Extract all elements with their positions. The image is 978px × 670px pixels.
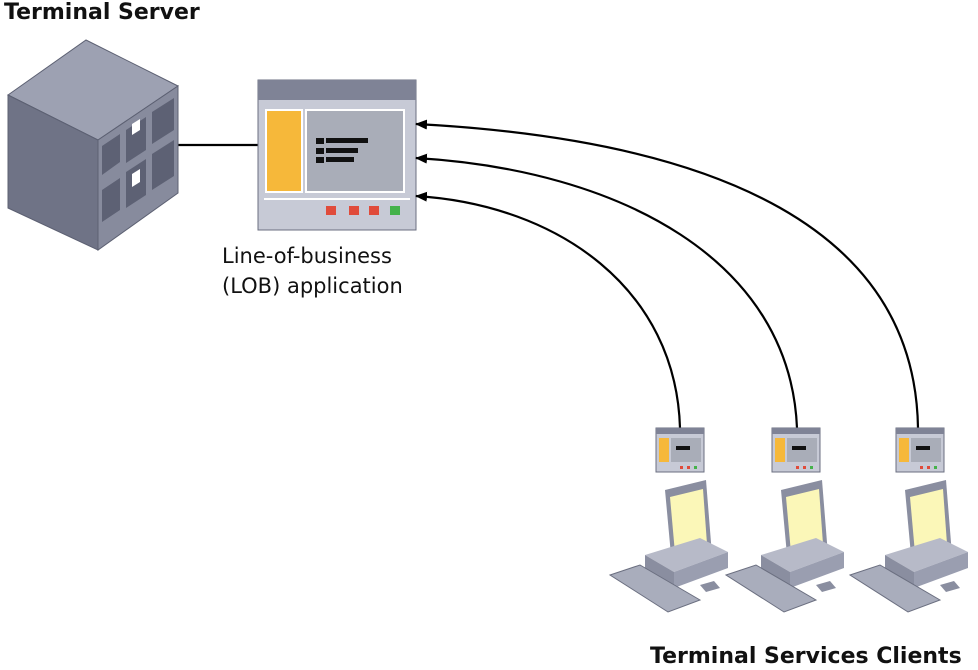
workstation-icon — [724, 480, 844, 613]
workstation-icon — [608, 480, 728, 613]
server-title: Terminal Server — [4, 0, 200, 25]
application-window-icon — [257, 79, 417, 231]
server-icon — [7, 39, 179, 251]
clients-title: Terminal Services Clients — [650, 644, 962, 669]
connection-arrow-1 — [415, 191, 682, 429]
client-window-icon — [895, 427, 945, 473]
lob-label-line2: (LOB) application — [222, 274, 403, 298]
client-group-2 — [724, 427, 844, 613]
client-group-1 — [608, 427, 728, 613]
workstation-icon — [848, 480, 968, 613]
client-window-icon — [655, 427, 705, 473]
connection-arrow-2 — [415, 153, 799, 429]
client-window-icon — [771, 427, 821, 473]
lob-label-line1: Line-of-business — [222, 244, 392, 268]
client-group-3 — [848, 427, 968, 613]
connection-arrow-3 — [415, 119, 920, 429]
